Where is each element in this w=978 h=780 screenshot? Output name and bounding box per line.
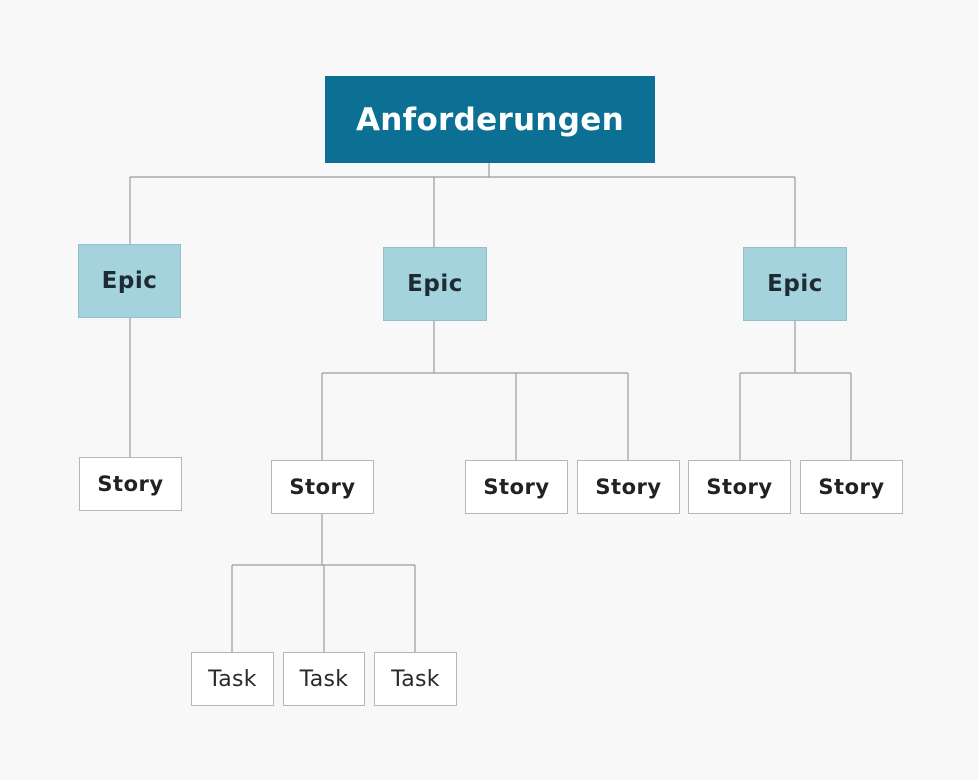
story-node: Story [688,460,791,514]
story-node: Story [465,460,568,514]
task-node: Task [283,652,365,706]
epic-node: Epic [743,247,847,321]
story-node: Story [577,460,680,514]
task-node: Task [374,652,457,706]
epic-node: Epic [78,244,181,318]
epic-node: Epic [383,247,487,321]
root-node: Anforderungen [325,76,655,163]
task-node: Task [191,652,274,706]
story-node: Story [79,457,182,511]
story-node: Story [800,460,903,514]
story-node: Story [271,460,374,514]
